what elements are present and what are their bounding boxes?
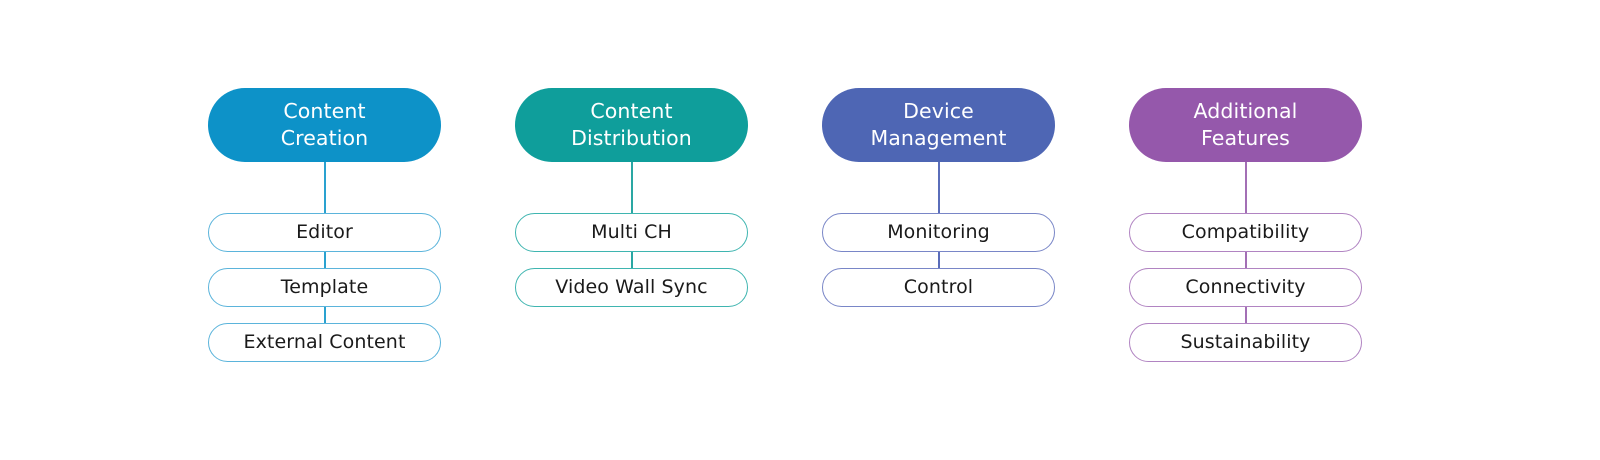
child-pill-label: Editor xyxy=(296,221,353,243)
child-pill-label: Sustainability xyxy=(1180,331,1311,353)
child-pill-label: Monitoring xyxy=(887,221,990,243)
header-label-line2: Features xyxy=(1201,126,1290,150)
child-pill[interactable]: Control xyxy=(822,268,1055,307)
connector-line-additional-features xyxy=(1244,162,1247,343)
child-pill-label: Template xyxy=(280,276,369,298)
header-label-line2: Management xyxy=(870,126,1007,150)
child-pill-label: Compatibility xyxy=(1181,221,1310,243)
child-pill[interactable]: Sustainability xyxy=(1129,323,1362,362)
header-label-line1: Content xyxy=(283,99,366,123)
child-pill[interactable]: Multi CH xyxy=(515,213,748,252)
child-pill-label: Control xyxy=(903,276,974,298)
child-pill-label: Connectivity xyxy=(1185,276,1306,298)
child-pill[interactable]: Video Wall Sync xyxy=(515,268,748,307)
header-label-line1: Additional xyxy=(1193,99,1298,123)
connector-line-content-creation xyxy=(323,162,326,343)
child-pill-label: External Content xyxy=(243,331,406,353)
header-label-line1: Content xyxy=(590,99,673,123)
child-pill[interactable]: Editor xyxy=(208,213,441,252)
child-pill-label: Video Wall Sync xyxy=(555,276,708,298)
header-label-line1: Device xyxy=(903,99,974,123)
child-pill[interactable]: Template xyxy=(208,268,441,307)
header-label-line2: Distribution xyxy=(571,126,692,150)
child-pill[interactable]: Connectivity xyxy=(1129,268,1362,307)
child-pill-label: Multi CH xyxy=(591,221,672,243)
child-pill[interactable]: Compatibility xyxy=(1129,213,1362,252)
header-label-line2: Creation xyxy=(280,126,369,150)
child-pill[interactable]: Monitoring xyxy=(822,213,1055,252)
child-pill[interactable]: External Content xyxy=(208,323,441,362)
children-list-content-distribution: Multi CH Video Wall Sync xyxy=(515,213,748,307)
